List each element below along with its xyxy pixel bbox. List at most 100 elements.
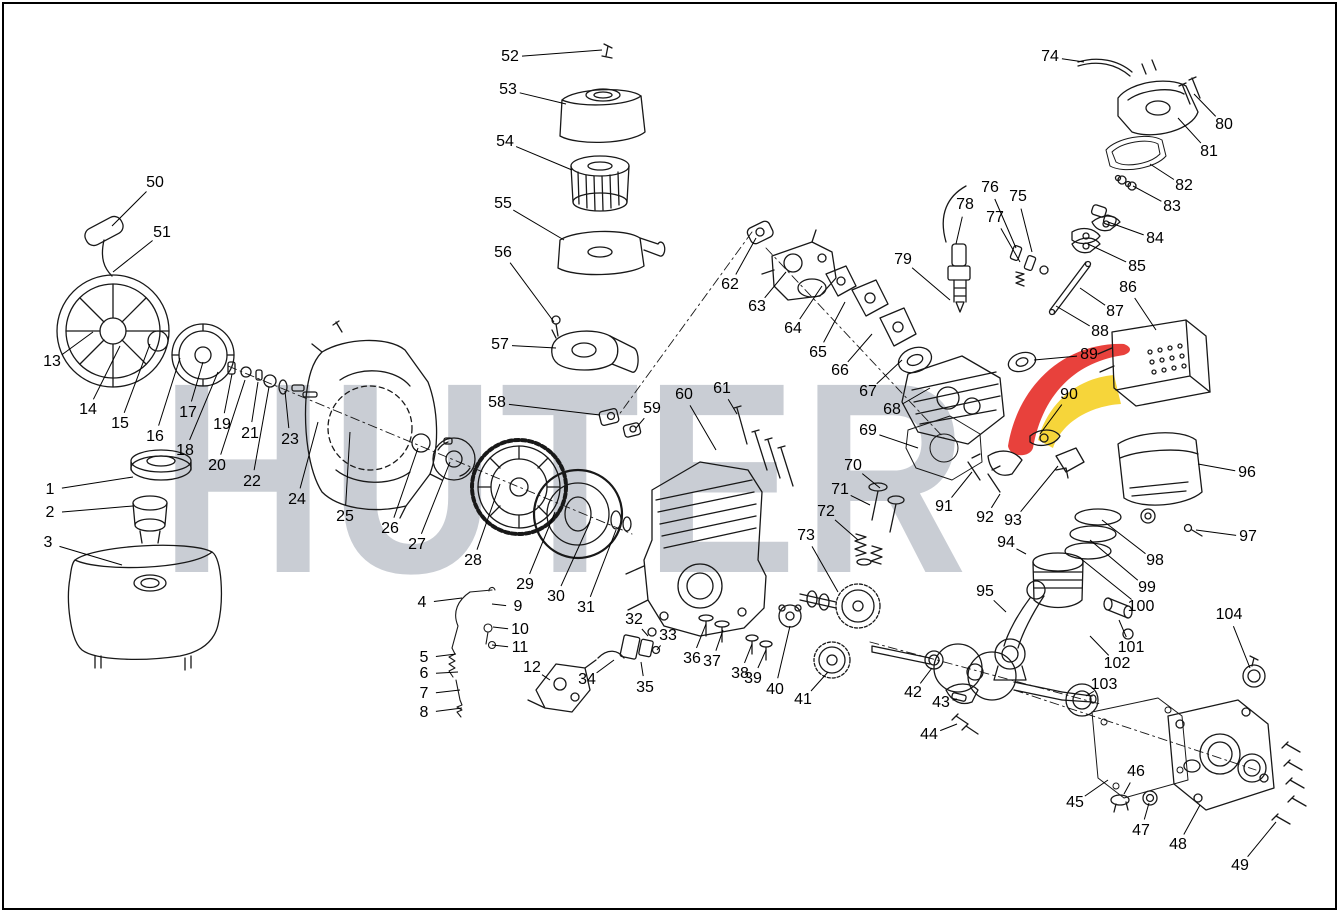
cylinder-block [625, 461, 767, 637]
leader-line-59 [635, 417, 645, 429]
part-label-93: 93 [1004, 512, 1022, 529]
part-label-21: 21 [241, 425, 259, 442]
leader-line-17 [190, 361, 204, 402]
part-label-89: 89 [1080, 346, 1098, 363]
starter-cup [411, 433, 476, 481]
part-label-14: 14 [79, 401, 97, 418]
leader-line-53 [519, 92, 567, 105]
leader-line-74 [1061, 58, 1085, 63]
part-label-65: 65 [809, 344, 827, 361]
leader-line-36 [696, 623, 707, 649]
leader-line-103 [1085, 690, 1095, 697]
leader-line-71 [850, 494, 871, 506]
leader-line-24 [299, 421, 319, 489]
leader-line-48 [1183, 804, 1201, 835]
leader-line-63 [764, 271, 787, 299]
leader-line-80 [1193, 93, 1217, 117]
part-label-12: 12 [523, 659, 541, 676]
part-label-20: 20 [208, 457, 226, 474]
leader-line-58 [508, 403, 601, 416]
leader-line-69 [879, 434, 919, 449]
part-label-46: 46 [1127, 763, 1145, 780]
part-label-67: 67 [859, 383, 877, 400]
part-label-63: 63 [748, 298, 766, 315]
leader-line-33 [656, 645, 661, 651]
part-label-85: 85 [1128, 258, 1146, 275]
leader-line-60 [689, 405, 717, 451]
part-label-104: 104 [1215, 606, 1243, 623]
spark-plug [942, 185, 971, 313]
leader-line-77 [1000, 228, 1021, 263]
leader-line-7 [435, 689, 461, 694]
part-label-29: 29 [516, 576, 534, 593]
part-label-62: 62 [721, 276, 739, 293]
part-label-31: 31 [577, 599, 595, 616]
part-label-36: 36 [683, 650, 701, 667]
part-label-100: 100 [1127, 598, 1155, 615]
intake-spacers [825, 265, 917, 347]
leader-line-89 [1033, 355, 1078, 361]
leader-line-8 [435, 707, 463, 712]
part-label-98: 98 [1146, 552, 1164, 569]
fuel-filter-neck [132, 495, 168, 544]
oil-seal [1242, 655, 1266, 688]
leader-line-93 [1020, 465, 1059, 513]
leader-line-27 [420, 461, 451, 534]
leader-line-50 [111, 191, 147, 227]
leader-line-54 [515, 146, 573, 171]
assembly-axis-lines [227, 231, 1257, 771]
leader-line-96 [1197, 463, 1236, 472]
leader-line-94 [1016, 548, 1027, 555]
air-filter-cover [559, 88, 646, 144]
part-label-94: 94 [997, 534, 1015, 551]
part-label-1: 1 [45, 481, 55, 498]
part-label-35: 35 [636, 679, 654, 696]
output-bearing [1237, 753, 1267, 783]
leader-line-61 [727, 399, 738, 415]
part-label-75: 75 [1009, 188, 1027, 205]
leader-line-32 [641, 628, 649, 637]
part-label-5: 5 [419, 649, 429, 666]
leader-line-40 [777, 625, 791, 679]
leader-line-18 [189, 371, 219, 441]
leader-line-87 [1079, 287, 1106, 306]
fan-housing [304, 339, 443, 519]
leader-line-64 [799, 285, 823, 320]
part-label-19: 19 [213, 416, 231, 433]
leader-line-75 [1020, 208, 1033, 253]
leader-line-91 [951, 471, 973, 498]
valve-cover-gasket [1105, 135, 1167, 171]
leader-line-44 [940, 723, 958, 732]
part-label-102: 102 [1103, 655, 1131, 672]
part-label-13: 13 [43, 353, 61, 370]
part-label-99: 99 [1138, 579, 1156, 596]
fuel-tank [67, 544, 222, 671]
part-label-53: 53 [499, 81, 517, 98]
valve-springs [854, 533, 883, 566]
leader-line-101 [1118, 619, 1127, 638]
valve-cover [1117, 80, 1199, 136]
part-label-48: 48 [1169, 836, 1187, 853]
leader-line-66 [847, 333, 873, 363]
leader-line-45 [1084, 779, 1109, 797]
part-label-25: 25 [336, 508, 354, 525]
part-label-92: 92 [976, 509, 994, 526]
part-label-24: 24 [288, 491, 306, 508]
brand-swoosh-yellow [1038, 375, 1121, 448]
leader-line-34 [596, 659, 615, 674]
muffler [1097, 319, 1211, 407]
leader-line-37 [715, 629, 724, 651]
part-label-74: 74 [1041, 48, 1059, 65]
part-label-7: 7 [419, 685, 429, 702]
leader-line-22 [253, 386, 270, 471]
part-label-59: 59 [643, 400, 661, 417]
part-label-23: 23 [281, 431, 299, 448]
leader-line-47 [1143, 802, 1150, 820]
leader-line-84 [1107, 221, 1144, 236]
crank-seal-and-key [924, 650, 979, 735]
leader-line-35 [640, 661, 644, 677]
part-label-81: 81 [1200, 143, 1218, 160]
part-label-43: 43 [932, 694, 950, 711]
part-label-78: 78 [956, 196, 974, 213]
